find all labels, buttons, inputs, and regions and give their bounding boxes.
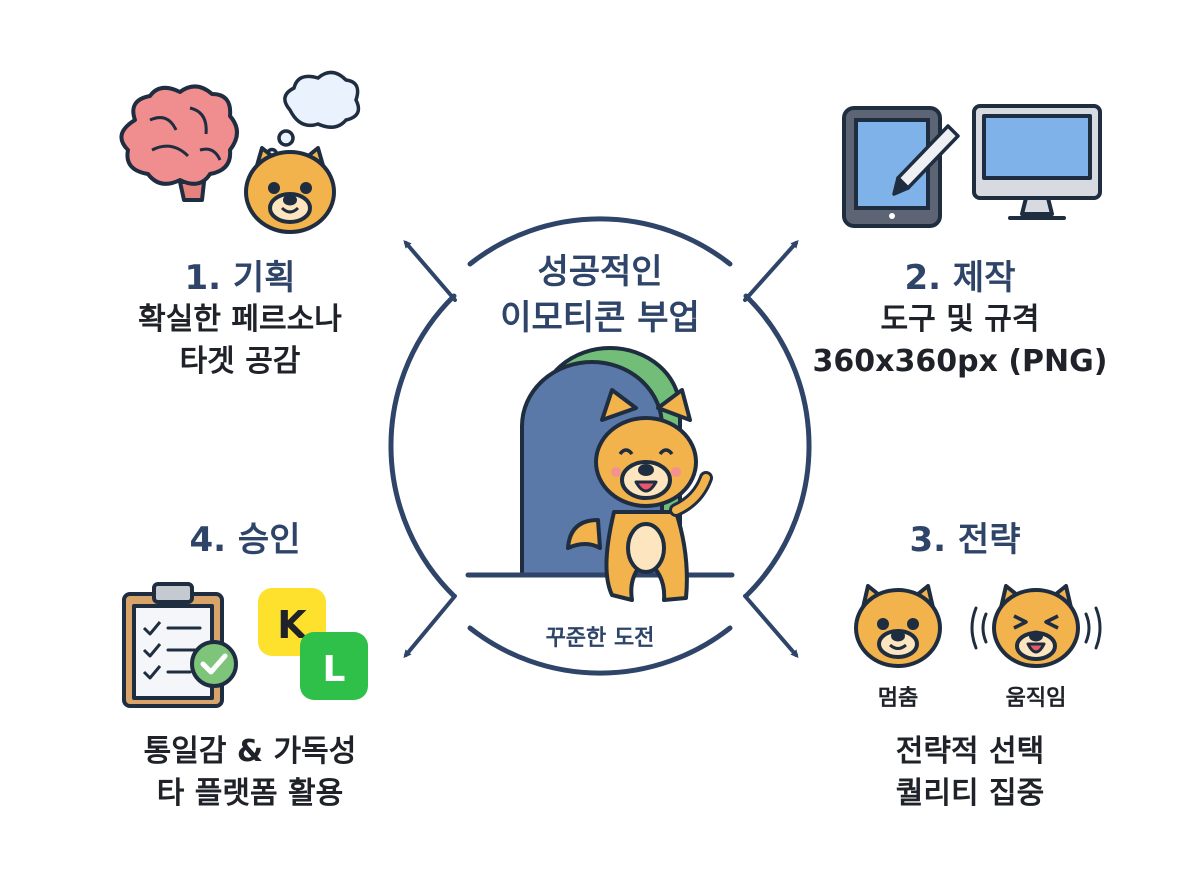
arc-top — [467, 216, 733, 267]
step-plan-title: 1. 기획 — [184, 258, 296, 298]
arc-right — [743, 293, 812, 599]
cycle-arrows — [403, 239, 799, 659]
strategy-label-animated: 움직임 — [1005, 686, 1067, 711]
arc-bottom — [467, 625, 733, 676]
step-strategy-line1: 전략적 선택 — [895, 734, 1045, 769]
arc-left — [388, 293, 457, 599]
thought-bubble-icon — [265, 70, 361, 161]
strategy-label-static: 멈춤 — [877, 686, 919, 711]
step-plan-line2: 타겟 공감 — [179, 344, 301, 379]
cycle-ring — [388, 216, 812, 676]
center-title-line1: 성공적인 — [537, 252, 663, 292]
arrow-to-plan — [403, 239, 457, 302]
step-strategy-title: 3. 전략 — [909, 520, 1021, 560]
line-l-icon: L — [300, 632, 368, 700]
brain-icon — [119, 84, 239, 202]
arrow-to-make — [743, 240, 799, 302]
center-caption: 꾸준한 도전 — [545, 626, 655, 651]
step-strategy-line2: 퀄리티 집중 — [895, 776, 1045, 811]
arrow-to-strategy — [743, 594, 799, 659]
tablet-icon — [842, 106, 942, 228]
arrow-to-approve — [403, 594, 457, 659]
dog-face-moving-icon — [992, 584, 1080, 668]
step-approve-line1: 통일감 & 가독성 — [143, 734, 357, 769]
step-approve-line2: 타 플랫폼 활용 — [156, 776, 344, 811]
center-title-line2: 이모티콘 부업 — [500, 298, 700, 338]
stylus-icon — [892, 124, 960, 196]
dog-face-icon — [244, 146, 336, 234]
waving-dog-icon — [566, 388, 713, 602]
motion-lines-icon — [970, 606, 1102, 650]
step-make-line2: 360x360px (PNG) — [812, 344, 1108, 379]
dog-face-icon — [854, 584, 942, 668]
check-circle-icon — [190, 640, 238, 688]
step-approve-title: 4. 승인 — [189, 520, 301, 560]
monitor-icon — [972, 104, 1102, 220]
step-plan-line1: 확실한 페르소나 — [138, 302, 342, 337]
step-make-title: 2. 제작 — [904, 258, 1016, 298]
line-l-label: L — [323, 649, 346, 690]
step-make-line1: 도구 및 규격 — [880, 302, 1040, 337]
